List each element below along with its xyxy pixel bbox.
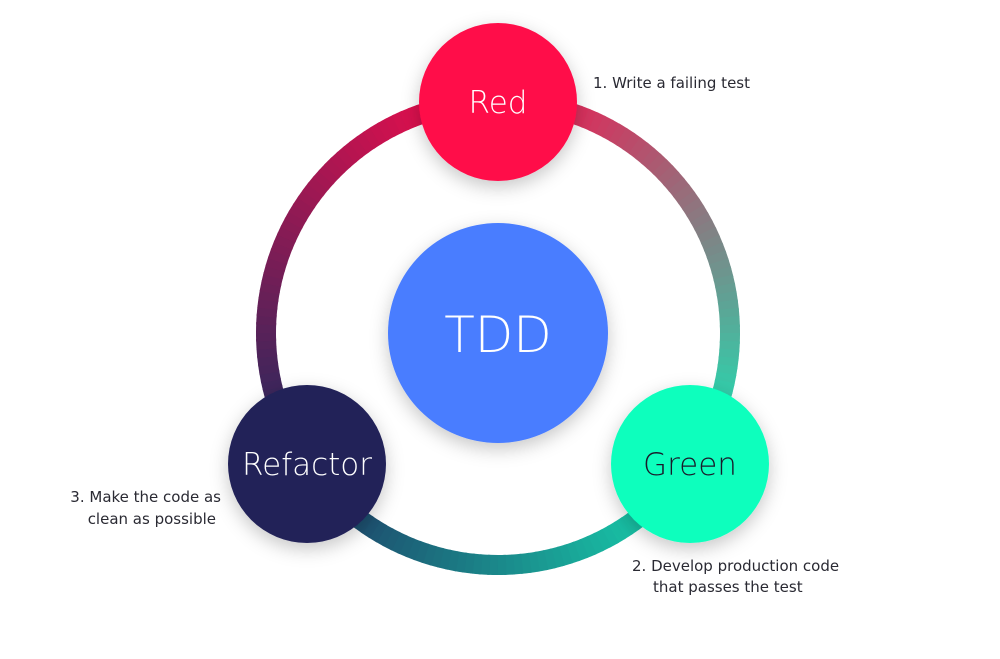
- step-2-note-line-2: that passes the test: [653, 578, 803, 596]
- center-circle: [388, 223, 608, 443]
- refactor-circle: [228, 385, 386, 543]
- center-node: [388, 223, 608, 443]
- step-3-note-line-1: 3. Make the code as: [70, 488, 221, 506]
- center-label: TDD: [444, 306, 552, 364]
- green-node: [611, 385, 769, 543]
- green-label: Green: [643, 447, 737, 483]
- refactor-label: Refactor: [242, 447, 372, 483]
- red-label: Red: [469, 85, 528, 121]
- red-circle: [419, 23, 577, 181]
- step-1-note: 1. Write a failing test: [593, 74, 750, 92]
- step-3-note-line-2: clean as possible: [88, 510, 216, 528]
- green-circle: [611, 385, 769, 543]
- red-node: [419, 23, 577, 181]
- step-2-note-line-1: 2. Develop production code: [632, 557, 839, 575]
- refactor-node: [228, 385, 386, 543]
